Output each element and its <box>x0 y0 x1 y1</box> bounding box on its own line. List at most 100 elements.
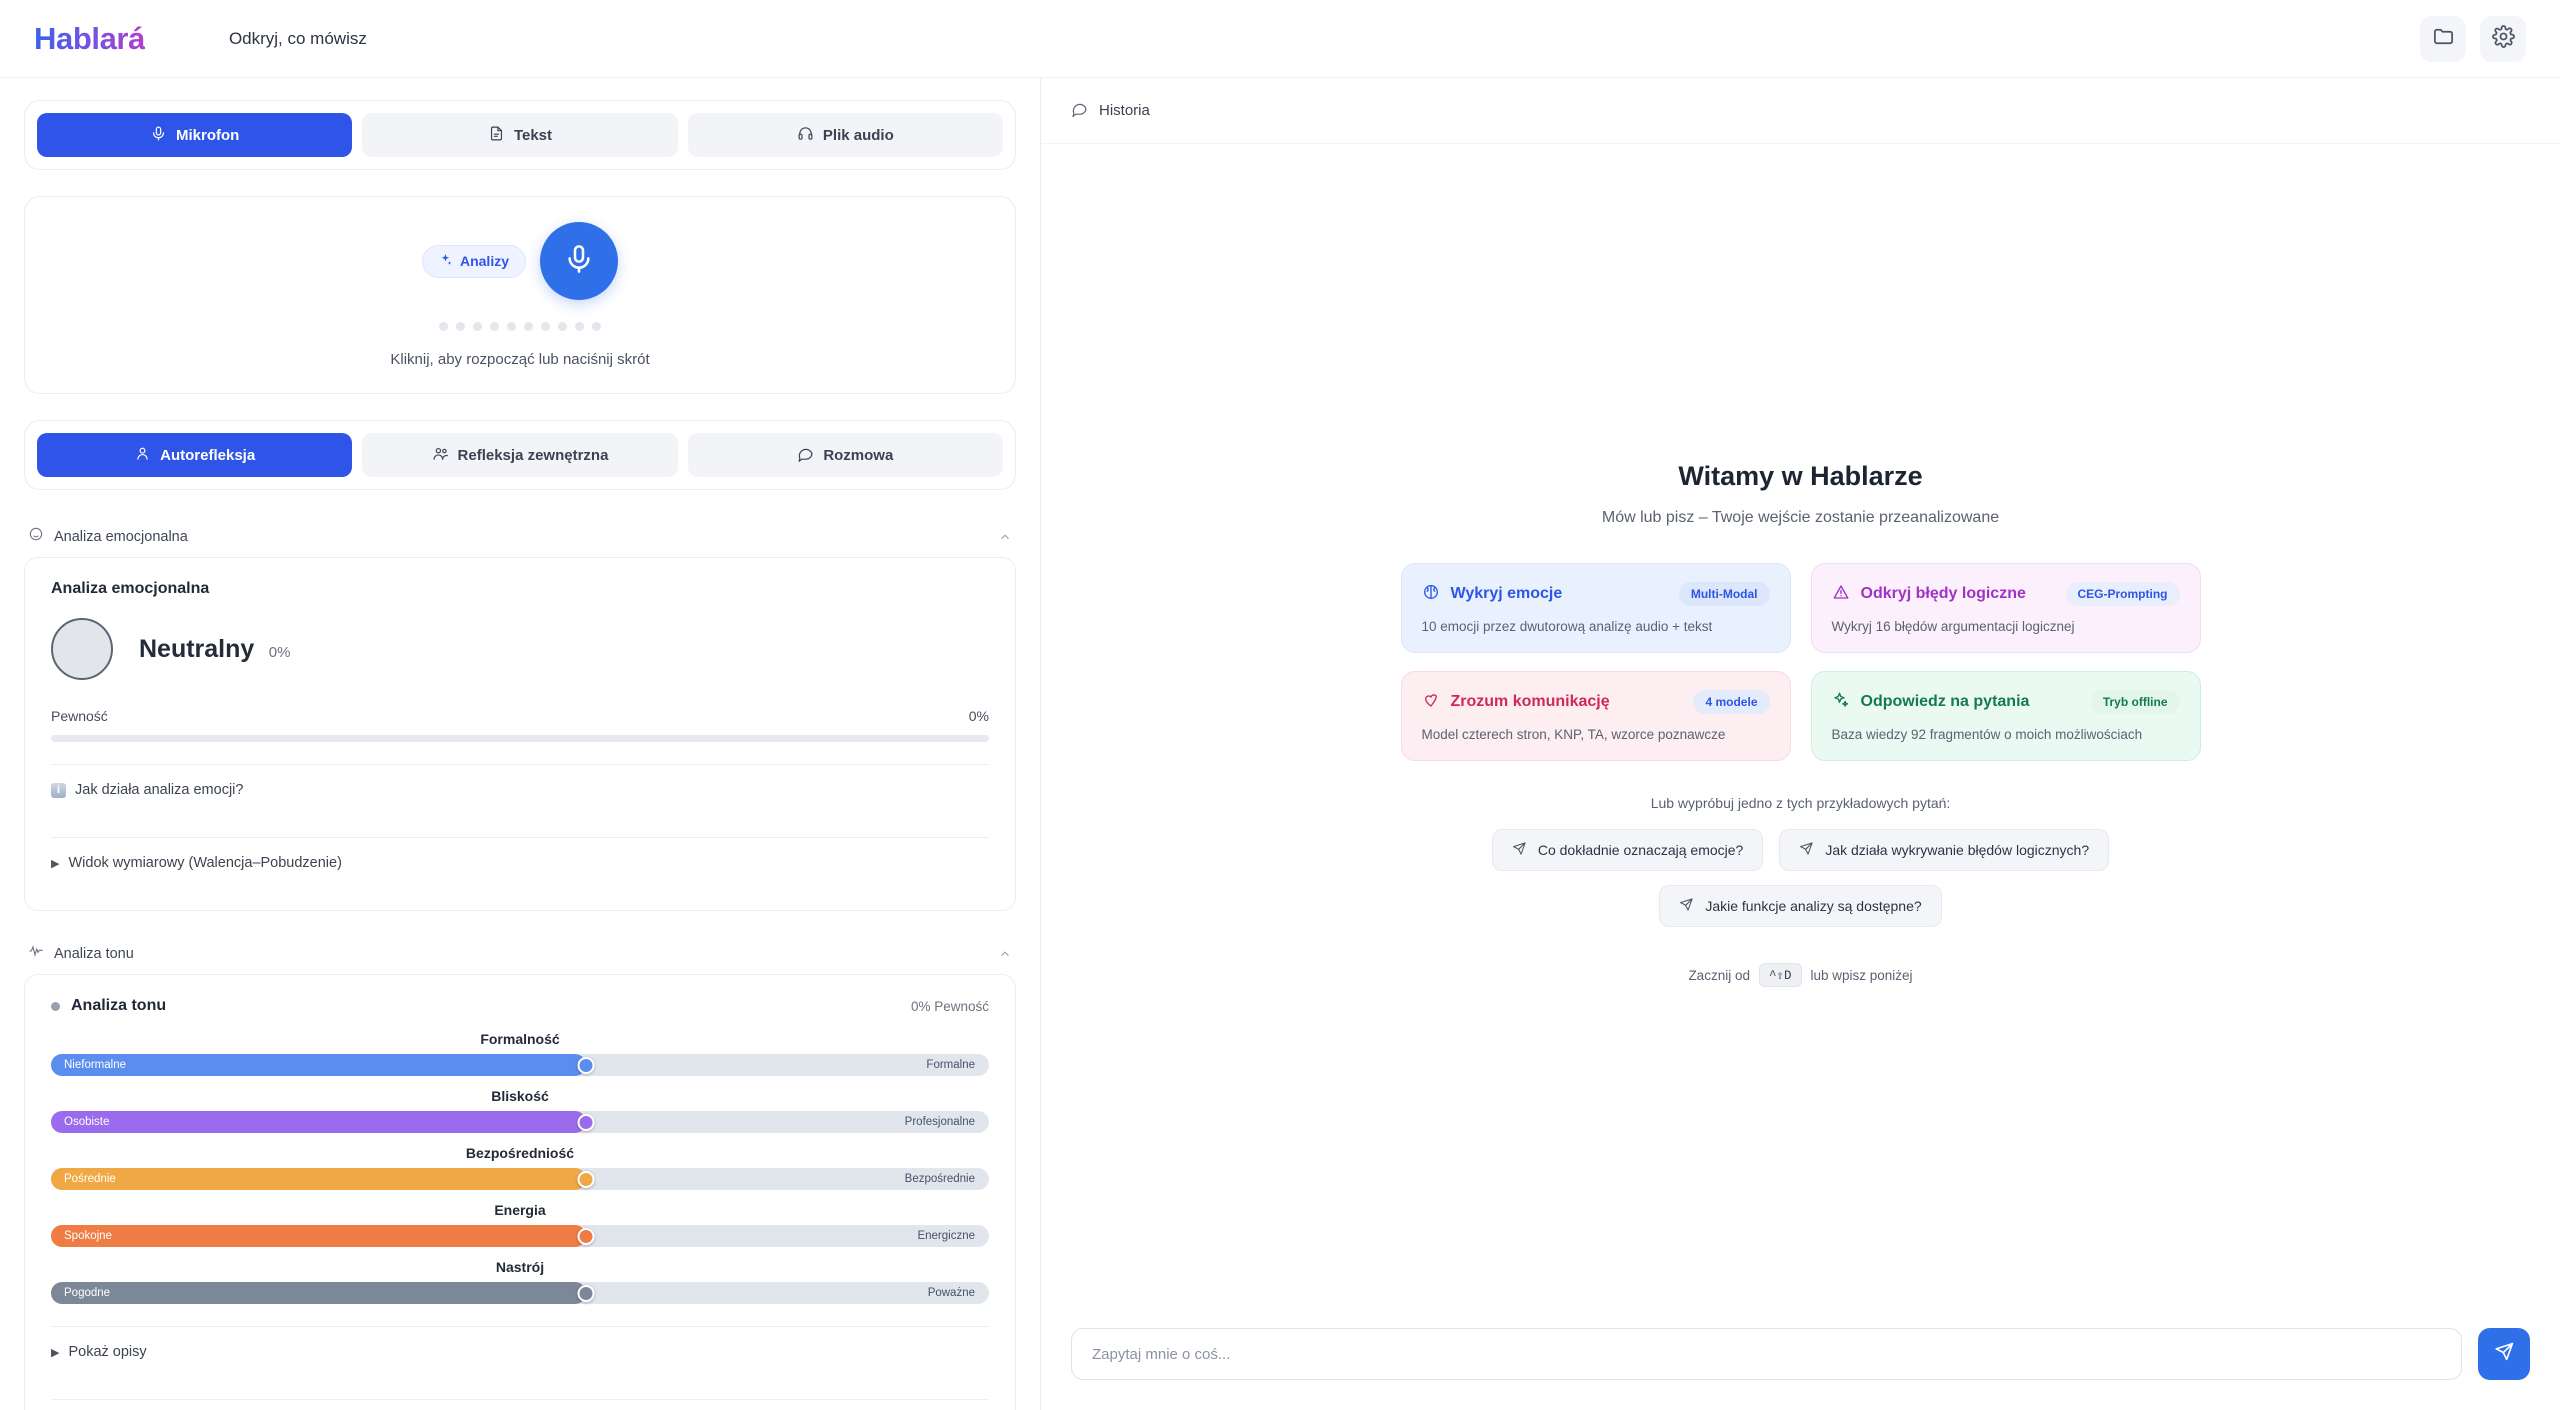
tone-slider-left-label: Pośrednie <box>64 1173 116 1185</box>
emotion-percent: 0% <box>268 643 291 661</box>
history-bar[interactable]: Historia <box>1041 78 2560 144</box>
feature-card-title: Zrozum komunikację <box>1450 693 1610 710</box>
chevron-up-icon <box>1001 950 1009 956</box>
status-dot-icon <box>51 1001 60 1011</box>
reflection-mode-label: Autorefleksja <box>160 446 256 464</box>
show-descriptions-toggle[interactable]: ▶ Pokaż opisy <box>51 1327 989 1377</box>
send-button[interactable] <box>2478 1328 2530 1380</box>
example-chip-bledy-logiczne[interactable]: Jak działa wykrywanie błędów logicznych? <box>1779 829 2110 871</box>
tone-slider-track[interactable]: Nieformalne Formalne <box>51 1054 989 1076</box>
tone-section-header[interactable]: Analiza tonu <box>24 933 1016 974</box>
tone-slider-track[interactable]: Osobiste Profesjonalne <box>51 1111 989 1133</box>
confidence-row: Pewność 0% <box>51 708 989 724</box>
tone-slider-fill <box>51 1168 586 1190</box>
input-mode-label: Tekst <box>513 126 553 144</box>
emotion-section-header[interactable]: Analiza emocjonalna <box>24 516 1016 557</box>
feature-card-zrozum-komunikacje[interactable]: Zrozum komunikację 4 modele Model cztere… <box>1400 671 1791 761</box>
shortcut-key: ^⇧D <box>1758 963 1802 987</box>
input-mode-tekst[interactable]: Tekst <box>362 113 678 157</box>
input-mode-mikrofon[interactable]: Mikrofon <box>37 113 353 157</box>
divider <box>51 1399 989 1400</box>
tone-slider-caption: Energia <box>494 1202 546 1218</box>
emotion-icon <box>28 526 44 547</box>
emotion-help-link[interactable]: i Jak działa analiza emocji? <box>51 765 989 815</box>
reflection-mode-switcher: Autorefleksja Refleksja zewnętrzna Rozmo… <box>24 420 1016 490</box>
warning-triangle-icon <box>1832 583 1850 606</box>
example-chip-label: Co dokładnie oznaczają emocje? <box>1537 842 1744 858</box>
example-chip-row: Co dokładnie oznaczają emocje? Jak dział… <box>1491 829 2110 871</box>
example-chip-emocje[interactable]: Co dokładnie oznaczają emocje? <box>1491 829 1764 871</box>
feature-card-badge: Multi-Modal <box>1678 582 1770 606</box>
folder-button[interactable] <box>2420 15 2466 62</box>
tone-slider-knob[interactable] <box>577 1113 595 1131</box>
analyze-button[interactable]: Analizy <box>421 244 526 278</box>
level-dot <box>592 322 601 331</box>
tone-panel: Analiza tonu 0% Pewność Formalność Niefo… <box>24 974 1016 1410</box>
composer <box>1041 1304 2560 1410</box>
right-panel: Historia Witamy w Hablarze Mów lub pisz … <box>1040 78 2560 1410</box>
feature-card-description: Baza wiedzy 92 fragmentów o moich możliw… <box>1831 727 2143 742</box>
reflection-mode-rozmowa[interactable]: Rozmowa <box>687 433 1003 477</box>
tone-section-title: Analiza tonu <box>54 945 134 962</box>
tone-slider-caption: Bezpośredniość <box>465 1145 575 1161</box>
tone-slider-knob[interactable] <box>577 1170 595 1188</box>
main-layout: Mikrofon Tekst Plik audio <box>0 78 2560 1410</box>
emotion-label: Neutralny <box>139 634 255 663</box>
tone-help-link[interactable]: i Jak działa analiza tonu? <box>51 1400 989 1410</box>
input-mode-switcher: Mikrofon Tekst Plik audio <box>24 100 1016 170</box>
emotion-gauge <box>51 618 113 680</box>
feature-card-header: Odkryj błędy logiczne CEG-Prompting <box>1832 582 2180 606</box>
feature-card-badge: CEG-Prompting <box>2065 582 2180 606</box>
feature-card-description: Wykryj 16 błędów argumentacji logicznej <box>1831 619 2075 634</box>
feature-card-header: Odpowiedz na pytania Tryb offline <box>1832 690 2180 714</box>
tone-slider-energia: Energia Spokojne Energiczne <box>51 1202 989 1247</box>
tone-slider-track[interactable]: Pogodne Poważne <box>51 1282 989 1304</box>
emotion-section-title: Analiza emocjonalna <box>54 528 188 545</box>
confidence-bar <box>51 735 989 742</box>
user-icon <box>134 445 151 466</box>
tone-slider-track[interactable]: Spokojne Energiczne <box>51 1225 989 1247</box>
tone-slider-knob[interactable] <box>577 1056 595 1074</box>
tone-slider-left-label: Spokojne <box>64 1230 112 1242</box>
message-input[interactable] <box>1071 1328 2462 1380</box>
feature-card-odkryj-bledy-logiczne[interactable]: Odkryj błędy logiczne CEG-Prompting Wykr… <box>1810 563 2201 653</box>
emotion-card-title: Analiza emocjonalna <box>51 580 210 597</box>
divider <box>51 764 989 765</box>
tone-confidence: 0% Pewność <box>910 998 989 1014</box>
emotion-panel: Analiza emocjonalna Neutralny 0% Pewność… <box>24 557 1016 911</box>
tone-slider-track[interactable]: Pośrednie Bezpośrednie <box>51 1168 989 1190</box>
settings-button[interactable] <box>2480 15 2526 62</box>
shortcut-hint: Zacznij od ^⇧D lub wpisz poniżej <box>1688 963 1913 987</box>
level-dot <box>558 322 567 331</box>
input-mode-label: Mikrofon <box>176 126 240 144</box>
reflection-mode-label: Refleksja zewnętrzna <box>457 446 609 464</box>
level-dot <box>490 322 499 331</box>
feature-grid: Wykryj emocje Multi-Modal 10 emocji prze… <box>1400 563 2201 761</box>
tone-card-header: Analiza tonu 0% Pewność <box>51 997 989 1015</box>
input-mode-plik-audio[interactable]: Plik audio <box>687 113 1003 157</box>
dimensional-view-label: Widok wymiarowy (Walencja–Pobudzenie) <box>68 855 342 871</box>
tone-slider-knob[interactable] <box>577 1227 595 1245</box>
record-button[interactable] <box>540 222 618 300</box>
users-icon <box>432 445 449 466</box>
feature-card-description: 10 emocji przez dwutorową analizę audio … <box>1421 619 1713 634</box>
sparkles-icon <box>439 253 453 270</box>
feature-card-wykryj-emocje[interactable]: Wykryj emocje Multi-Modal 10 emocji prze… <box>1400 563 1791 653</box>
tone-slider-knob[interactable] <box>577 1284 595 1302</box>
feature-card-odpowiedz-na-pytania[interactable]: Odpowiedz na pytania Tryb offline Baza w… <box>1810 671 2201 761</box>
chat-icon <box>797 445 814 466</box>
example-chip-funkcje-analizy[interactable]: Jakie funkcje analizy są dostępne? <box>1659 885 1942 927</box>
recorder-card: Analizy Kliknij, aby rozpocząć lub naciś… <box>24 196 1016 394</box>
tone-slider-caption: Bliskość <box>491 1088 549 1104</box>
brain-icon <box>1422 583 1440 606</box>
level-dot <box>439 322 448 331</box>
send-icon <box>2494 1341 2515 1367</box>
reflection-mode-autorefleksja[interactable]: Autorefleksja <box>37 433 353 477</box>
analyze-label: Analizy <box>459 253 509 269</box>
gear-icon <box>2491 24 2515 53</box>
microphone-icon <box>563 243 595 280</box>
reflection-mode-label: Rozmowa <box>823 446 894 464</box>
reflection-mode-refleksja-zewnetrzna[interactable]: Refleksja zewnętrzna <box>362 433 678 477</box>
level-dot <box>541 322 550 331</box>
dimensional-view-toggle[interactable]: ▶ Widok wymiarowy (Walencja–Pobudzenie) <box>51 838 989 888</box>
